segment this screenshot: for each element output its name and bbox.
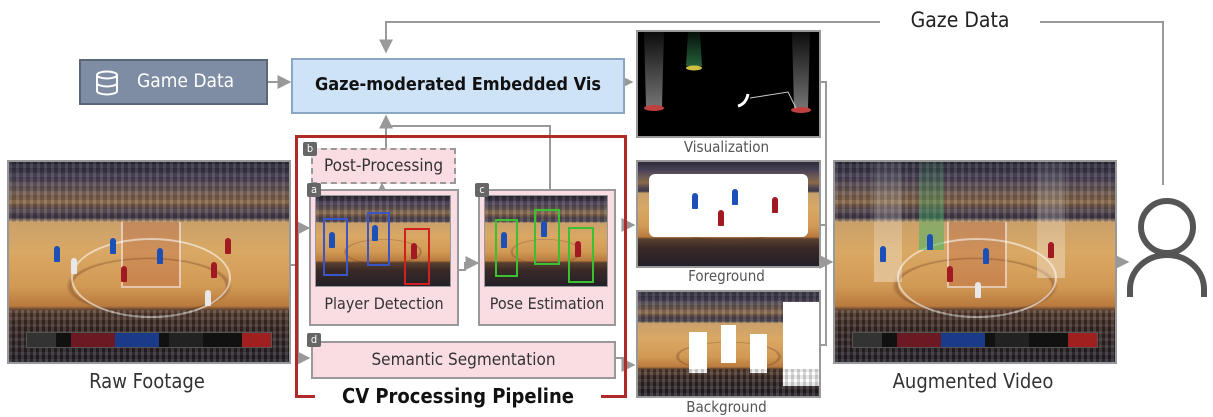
game-data-label: Game Data xyxy=(137,70,235,92)
game-data-box: Game Data xyxy=(79,59,268,105)
embedded-vis-box: Gaze-moderated Embedded Vis xyxy=(291,58,625,114)
cv-pipeline-title: CV Processing Pipeline xyxy=(341,384,574,408)
raw-to-pipeline xyxy=(288,221,311,266)
post-processing-box: Post-Processing xyxy=(311,148,456,184)
background-label: Background xyxy=(686,398,767,416)
visualization-panel xyxy=(636,30,821,138)
spotlight-graphic xyxy=(644,32,811,113)
player-detection-box: Player Detection xyxy=(309,189,459,326)
raw-footage-video xyxy=(7,160,291,364)
cv-pipeline-frame xyxy=(295,135,627,398)
semantic-segmentation-box: Semantic Segmentation xyxy=(311,341,616,379)
pose-estimation-box: Pose Estimation xyxy=(478,189,616,326)
augmented-video xyxy=(833,160,1117,364)
tag-b: b xyxy=(303,142,317,156)
visualization-label: Visualization xyxy=(683,138,770,156)
gaze-data-label: Gaze Data xyxy=(880,8,1040,32)
pose-estimation-label: Pose Estimation xyxy=(489,294,605,313)
tag-c: c xyxy=(475,183,489,197)
augmented-video-label: Augmented Video xyxy=(892,369,1054,393)
raw-footage-label: Raw Footage xyxy=(89,369,205,393)
foreground-label: Foreground xyxy=(688,267,765,285)
player-detection-label: Player Detection xyxy=(324,294,444,313)
tag-a: a xyxy=(307,183,321,197)
scoreboard xyxy=(25,332,273,348)
post-processing-label: Post-Processing xyxy=(323,156,444,176)
detection-to-pose xyxy=(457,256,480,271)
user-icon xyxy=(1127,198,1207,297)
pipeline-to-vis-arrow xyxy=(379,114,551,194)
semantic-segmentation-label: Semantic Segmentation xyxy=(371,350,556,370)
background-panel xyxy=(636,290,821,398)
embedded-vis-label: Gaze-moderated Embedded Vis xyxy=(314,74,602,95)
outputs-to-augmented xyxy=(820,81,827,346)
foreground-panel xyxy=(636,160,821,268)
database-icon xyxy=(96,70,118,96)
gaze-arrow xyxy=(386,21,1164,185)
tag-d: d xyxy=(307,333,321,347)
